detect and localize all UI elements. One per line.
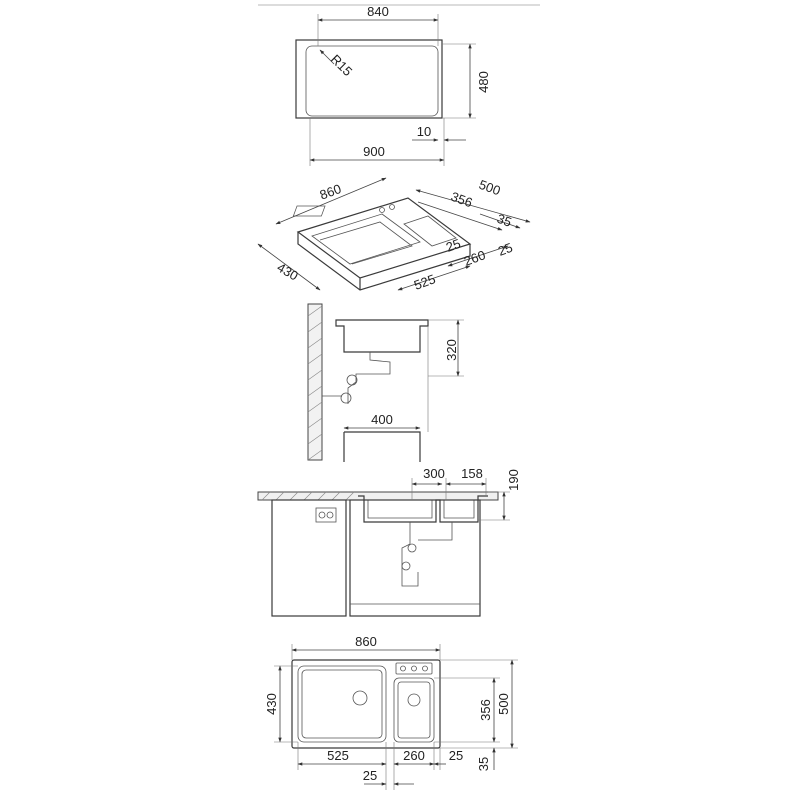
side-320-label: 320 — [444, 339, 459, 361]
plan-view: 860 430 356 500 35 525 260 25 25 — [264, 634, 518, 790]
iso-260-label: 260 — [462, 247, 488, 269]
plan-big-drain — [352, 690, 368, 706]
plan-260-label: 260 — [403, 748, 425, 763]
front-158-label: 158 — [461, 466, 483, 481]
iso-356-label: 356 — [449, 189, 475, 211]
bowl-outline — [305, 45, 439, 117]
wall-hatch — [307, 305, 323, 461]
dim-840-label: 840 — [367, 4, 389, 19]
iso-525-label: 525 — [412, 271, 438, 293]
side-view: 320 400 — [307, 303, 464, 462]
iso-430-label: 430 — [275, 260, 301, 284]
plan-356-label: 356 — [478, 699, 493, 721]
side-400-label: 400 — [371, 412, 393, 427]
cabinet-right — [349, 499, 481, 617]
plan-tap-plate — [395, 662, 433, 675]
radius-leader — [319, 49, 335, 65]
plan-500-label: 500 — [496, 693, 511, 715]
front-300-label: 300 — [423, 466, 445, 481]
iso-big-bowl — [311, 213, 421, 265]
dim-900-label: 900 — [363, 144, 385, 159]
sink-outline — [295, 39, 443, 119]
plan-860-label: 860 — [355, 634, 377, 649]
cabinet-control — [315, 507, 337, 523]
iso-35-label: 35 — [495, 211, 514, 230]
side-sink — [335, 319, 429, 353]
radius-label: R15 — [328, 52, 355, 79]
iso-500-label: 500 — [477, 177, 503, 199]
front-190-label: 190 — [506, 469, 521, 491]
front-view: 300 158 190 — [257, 466, 521, 617]
dim-480-label: 480 — [476, 71, 491, 93]
plan-35-label: 35 — [476, 757, 491, 771]
cabinet-left — [271, 499, 347, 617]
plan-small-drain — [407, 693, 421, 707]
plan-big-bowl — [297, 665, 387, 743]
plan-outline — [291, 659, 441, 749]
iso-view: 860 500 356 35 25 25 430 525 260 — [257, 177, 531, 293]
dim-10-label: 10 — [417, 124, 431, 139]
plan-25-gap-label: 25 — [363, 768, 377, 783]
plan-430-label: 430 — [264, 693, 279, 715]
iso-25a-label: 25 — [444, 236, 463, 255]
top-view: 840 R15 480 10 900 — [295, 4, 491, 166]
iso-860-label: 860 — [318, 181, 344, 203]
plan-525-label: 525 — [327, 748, 349, 763]
plan-small-bowl — [393, 677, 435, 743]
plan-25-right-label: 25 — [449, 748, 463, 763]
